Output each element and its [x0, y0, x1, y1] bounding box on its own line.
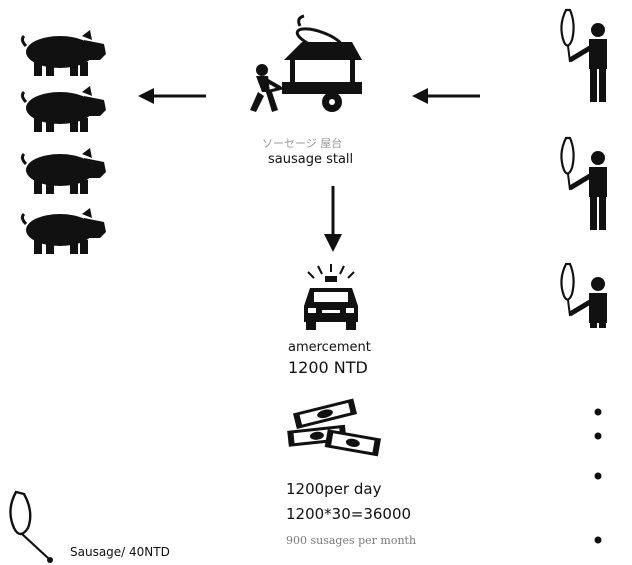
money-stack-icon	[287, 398, 381, 457]
dot-icon	[594, 536, 602, 544]
fine-amount: 1200 NTD	[288, 358, 368, 377]
sausage-stall-icon	[250, 14, 362, 112]
income-per-day: 1200per day	[286, 480, 382, 498]
arrow-down-icon	[324, 186, 342, 252]
ellipsis-dots	[594, 408, 602, 544]
sausage-icon	[9, 490, 53, 563]
customer-icon	[561, 264, 607, 328]
stall-label-jp: ソーセージ 屋台	[262, 137, 343, 150]
customer-icon	[561, 138, 607, 230]
customer-icon	[561, 10, 607, 102]
fine-label: amercement	[288, 340, 371, 355]
pig-icon	[20, 30, 108, 78]
pig-group	[20, 30, 108, 256]
arrow-left-icon	[412, 88, 480, 104]
stall-label-en: sausage stall	[268, 152, 354, 167]
pig-icon	[20, 84, 108, 134]
sausage-price-label: Sausage/ 40NTD	[70, 545, 170, 559]
customer-group	[552, 8, 612, 328]
arrow-left-icon	[138, 88, 206, 104]
police-car-icon	[304, 264, 358, 330]
dot-icon	[594, 472, 602, 480]
income-per-month: 1200*30=36000	[286, 505, 412, 523]
pig-icon	[20, 206, 108, 256]
dot-icon	[594, 432, 602, 440]
dot-icon	[594, 408, 602, 416]
pig-icon	[20, 146, 108, 196]
income-sausage-count: 900 susages per month	[286, 534, 417, 547]
